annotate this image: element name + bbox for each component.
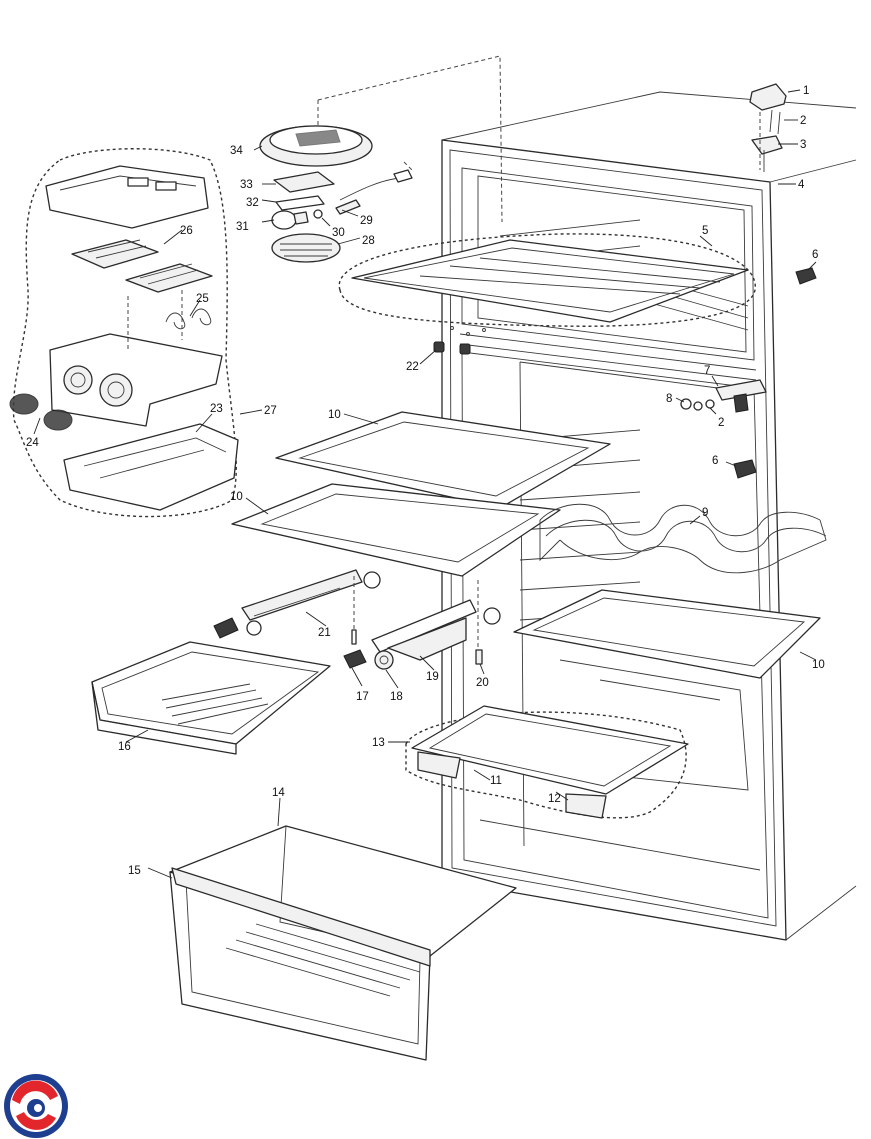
callout-6: 6 bbox=[812, 249, 818, 261]
callout-10: 10 bbox=[230, 491, 243, 503]
callout-9: 9 bbox=[702, 507, 708, 519]
callout-21: 21 bbox=[318, 627, 331, 639]
callout-31: 31 bbox=[236, 221, 249, 233]
callout-3: 3 bbox=[800, 139, 806, 151]
crisper-drawer bbox=[169, 825, 517, 1061]
callout-17: 17 bbox=[356, 691, 369, 703]
shelf-support-pegs bbox=[433, 326, 486, 355]
drawer-16 bbox=[91, 641, 331, 755]
drawer-roller-clips bbox=[213, 617, 394, 670]
callout-10: 10 bbox=[328, 409, 341, 421]
callout-2: 2 bbox=[718, 417, 724, 429]
callout-8: 8 bbox=[666, 393, 672, 405]
leader-lines bbox=[33, 89, 817, 879]
shelf-support-clip bbox=[733, 459, 757, 479]
callout-13: 13 bbox=[372, 737, 385, 749]
drawer-rail-21 bbox=[241, 569, 381, 645]
callout-5: 5 bbox=[702, 225, 708, 237]
callout-34: 34 bbox=[230, 145, 243, 157]
callout-15: 15 bbox=[128, 865, 141, 877]
callout-labels: 1 2 3 4 5 6 6 7 8 2 9 10 10 10 11 12 13 … bbox=[26, 85, 825, 877]
callout-32: 32 bbox=[246, 197, 259, 209]
callout-14: 14 bbox=[272, 787, 285, 799]
callout-16: 16 bbox=[118, 741, 131, 753]
glass-shelf-lower bbox=[513, 589, 821, 679]
bracket-assembly bbox=[680, 379, 767, 413]
callout-25: 25 bbox=[196, 293, 209, 305]
callout-27: 27 bbox=[264, 405, 277, 417]
callout-2: 2 bbox=[800, 115, 806, 127]
callout-26: 26 bbox=[180, 225, 193, 237]
callout-33: 33 bbox=[240, 179, 253, 191]
callout-19: 19 bbox=[426, 671, 439, 683]
callout-10: 10 bbox=[812, 659, 825, 671]
callout-29: 29 bbox=[360, 215, 373, 227]
callout-22: 22 bbox=[406, 361, 419, 373]
circular-swirl-logo-icon bbox=[4, 1074, 68, 1138]
callout-6: 6 bbox=[712, 455, 718, 467]
freezer-wire-shelf bbox=[338, 233, 756, 327]
glass-shelf-upper bbox=[275, 411, 611, 509]
callout-11: 11 bbox=[490, 775, 502, 787]
ice-maker-group bbox=[9, 148, 239, 518]
top-hinge-assembly bbox=[749, 83, 787, 172]
shelf-support-clip bbox=[795, 267, 817, 285]
callout-4: 4 bbox=[798, 179, 805, 191]
callout-30: 30 bbox=[332, 227, 345, 239]
callout-24: 24 bbox=[26, 437, 39, 449]
callout-28: 28 bbox=[362, 235, 375, 247]
callout-18: 18 bbox=[390, 691, 403, 703]
light-assembly bbox=[259, 55, 503, 263]
wine-rack bbox=[539, 503, 827, 574]
callout-20: 20 bbox=[476, 677, 489, 689]
callout-1: 1 bbox=[803, 85, 809, 97]
callout-23: 23 bbox=[210, 403, 223, 415]
crisper-cover-group bbox=[405, 705, 689, 819]
callout-12: 12 bbox=[548, 793, 561, 805]
drawer-rail-19 bbox=[371, 580, 501, 665]
callout-7: 7 bbox=[704, 365, 710, 377]
glass-shelf-middle bbox=[231, 483, 561, 577]
